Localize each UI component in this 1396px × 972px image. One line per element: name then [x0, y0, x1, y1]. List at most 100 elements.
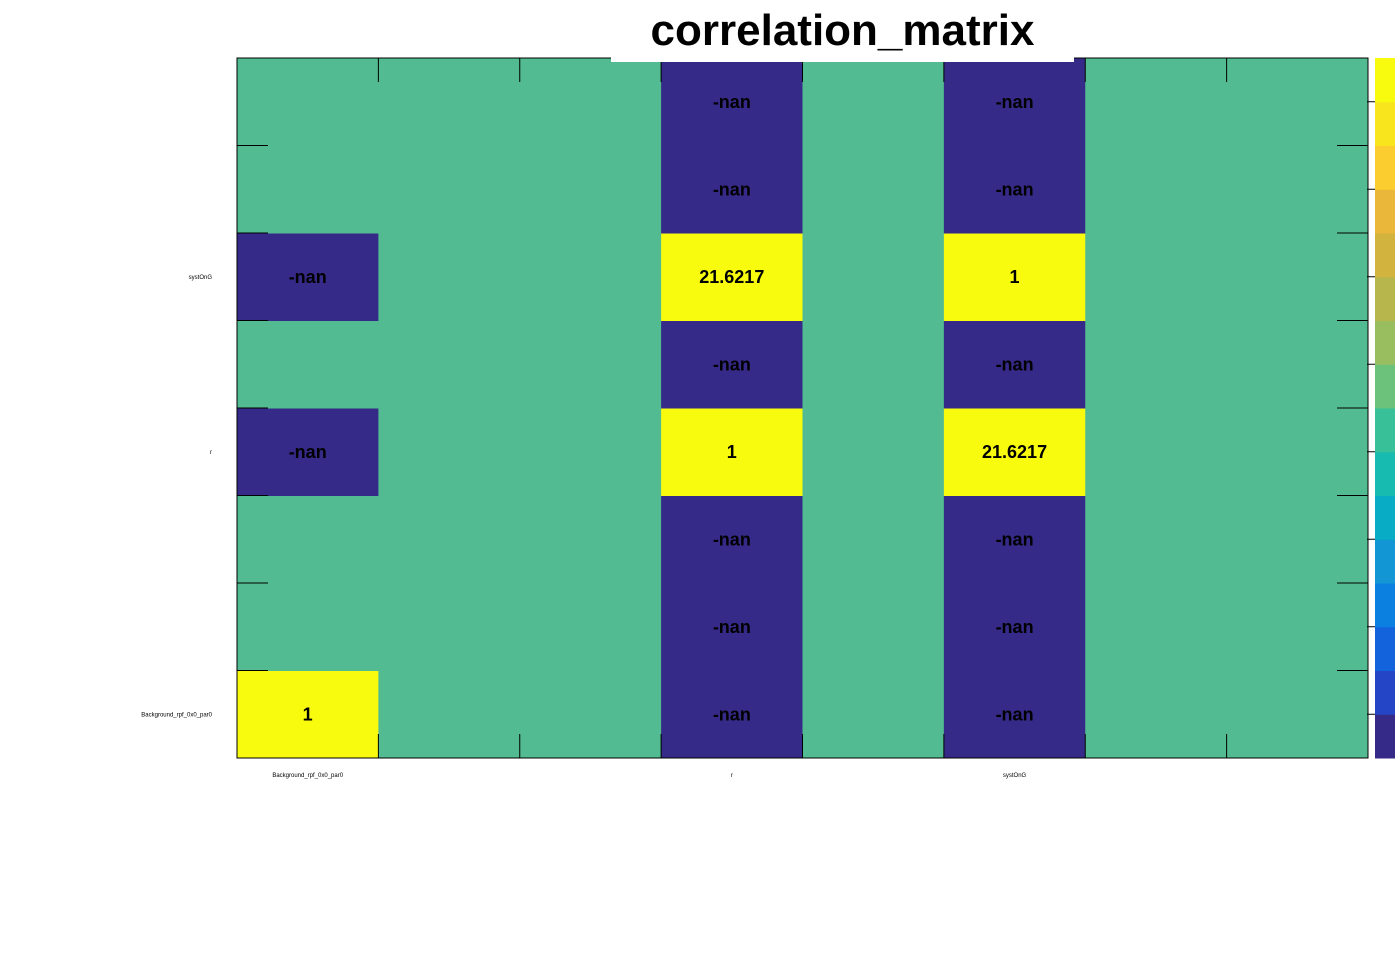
- palette-swatch: [1375, 189, 1395, 234]
- cell-value-label: -nan: [713, 92, 751, 112]
- heatmap-cell: [237, 233, 379, 321]
- palette-swatch: [1375, 276, 1395, 321]
- heatmap-cell: [378, 58, 521, 146]
- heatmap-cell: [802, 145, 945, 234]
- heatmap-cell: [378, 233, 521, 321]
- cell-value-label: 21.6217: [982, 442, 1047, 462]
- heatmap-cell: [519, 58, 662, 146]
- cell-value-label: -nan: [713, 354, 751, 374]
- cell-value-label: 1: [727, 442, 737, 462]
- cell-value-label: -nan: [713, 704, 751, 724]
- heatmap-cell: [802, 233, 945, 321]
- palette-swatch: [1375, 670, 1395, 715]
- cell-value-label: -nan: [713, 617, 751, 637]
- cell-value-label: -nan: [996, 704, 1034, 724]
- chart-title: correlation_matrix: [650, 6, 1035, 55]
- palette-swatch: [1375, 495, 1395, 540]
- cell-value-label: 1: [303, 704, 313, 724]
- heatmap-cell: [661, 58, 803, 146]
- y-axis-label: Background_rpf_0x0_par0: [141, 712, 212, 718]
- heatmap-cell: [1085, 320, 1228, 409]
- heatmap-cell: [237, 495, 379, 584]
- heatmap-cell: [1085, 670, 1228, 759]
- cell-value-label: -nan: [289, 442, 327, 462]
- heatmap-cell: [661, 145, 803, 234]
- heatmap-cell: [661, 320, 803, 409]
- heatmap-cell: [943, 670, 1086, 759]
- cell-value-label: -nan: [996, 179, 1034, 199]
- axis-ticks: [237, 58, 1368, 758]
- heatmap-cell: [661, 495, 803, 584]
- heatmap-cell: [237, 670, 379, 759]
- heatmap-cell: [943, 58, 1086, 146]
- title-box: correlation_matrix: [611, 0, 1074, 62]
- heatmap-cell: [378, 145, 521, 234]
- heatmap-cell: [378, 583, 521, 671]
- heatmap-cell: [802, 58, 945, 146]
- cell-value-label: 21.6217: [699, 267, 764, 287]
- heatmap-cell: [1226, 670, 1369, 759]
- palette-swatch: [1375, 539, 1395, 584]
- heatmap-cell: [237, 320, 379, 409]
- heatmap-cell: [519, 233, 662, 321]
- heatmap-cell: [661, 583, 803, 671]
- heatmap-cell: [519, 145, 662, 234]
- heatmap-cell: [1085, 583, 1228, 671]
- heatmap-cell: [943, 495, 1086, 584]
- heatmap-cell: [1085, 233, 1228, 321]
- heatmap-cell: [519, 495, 662, 584]
- heatmap-cell: [237, 408, 379, 496]
- heatmap-cell: [802, 670, 945, 759]
- palette-swatch: [1375, 583, 1395, 628]
- heatmap-cell: [1226, 233, 1369, 321]
- palette-swatch: [1375, 233, 1395, 278]
- heatmap-cell: [943, 408, 1086, 496]
- heatmap-cell: [378, 320, 521, 409]
- heatmap-cell: [1085, 495, 1228, 584]
- heatmap-cell: [519, 670, 662, 759]
- heatmap-cell: [802, 408, 945, 496]
- x-axis-label: r: [731, 773, 733, 779]
- palette-swatch: [1375, 714, 1395, 759]
- heatmap-cell: [237, 583, 379, 671]
- heatmap-cell: [802, 583, 945, 671]
- heatmap-cell: [1226, 408, 1369, 496]
- heatmap-cell: [1226, 320, 1369, 409]
- palette-swatch: [1375, 626, 1395, 671]
- cell-value-label: -nan: [996, 92, 1034, 112]
- heatmap-cell: [943, 583, 1086, 671]
- heatmap-cell: [237, 145, 379, 234]
- heatmap-cell: [1226, 145, 1369, 234]
- cell-value-label: -nan: [996, 354, 1034, 374]
- heatmap-cell: [519, 583, 662, 671]
- heatmap-cell: [661, 408, 803, 496]
- heatmap-cell: [943, 320, 1086, 409]
- cell-value-label: -nan: [289, 267, 327, 287]
- heatmap-cell: [943, 233, 1086, 321]
- heatmap-cell: [661, 670, 803, 759]
- cell-value-label: -nan: [713, 529, 751, 549]
- cell-value-label: -nan: [713, 179, 751, 199]
- palette-swatch: [1375, 451, 1395, 496]
- heatmap-cell: [802, 495, 945, 584]
- heatmap-cell: [378, 408, 521, 496]
- palette-swatch: [1375, 364, 1395, 409]
- y-axis-label: systOnG: [189, 275, 213, 281]
- heatmap-cell: [1085, 145, 1228, 234]
- heatmap-cells: [237, 58, 1369, 759]
- cell-value-label: 1: [1010, 267, 1020, 287]
- heatmap-cell: [519, 320, 662, 409]
- palette-swatch: [1375, 320, 1395, 365]
- heatmap-cell: [1226, 495, 1369, 584]
- heatmap-cell: [1226, 583, 1369, 671]
- palette-swatch: [1375, 101, 1395, 146]
- heatmap-cell: [1226, 58, 1369, 146]
- heatmap-cell: [661, 233, 803, 321]
- palette-swatch: [1375, 58, 1395, 103]
- heatmap-cell: [378, 495, 521, 584]
- cell-value-label: -nan: [996, 529, 1034, 549]
- x-axis-label: Background_rpf_0x0_par0: [272, 773, 343, 779]
- color-palette-bar: [1367, 58, 1395, 759]
